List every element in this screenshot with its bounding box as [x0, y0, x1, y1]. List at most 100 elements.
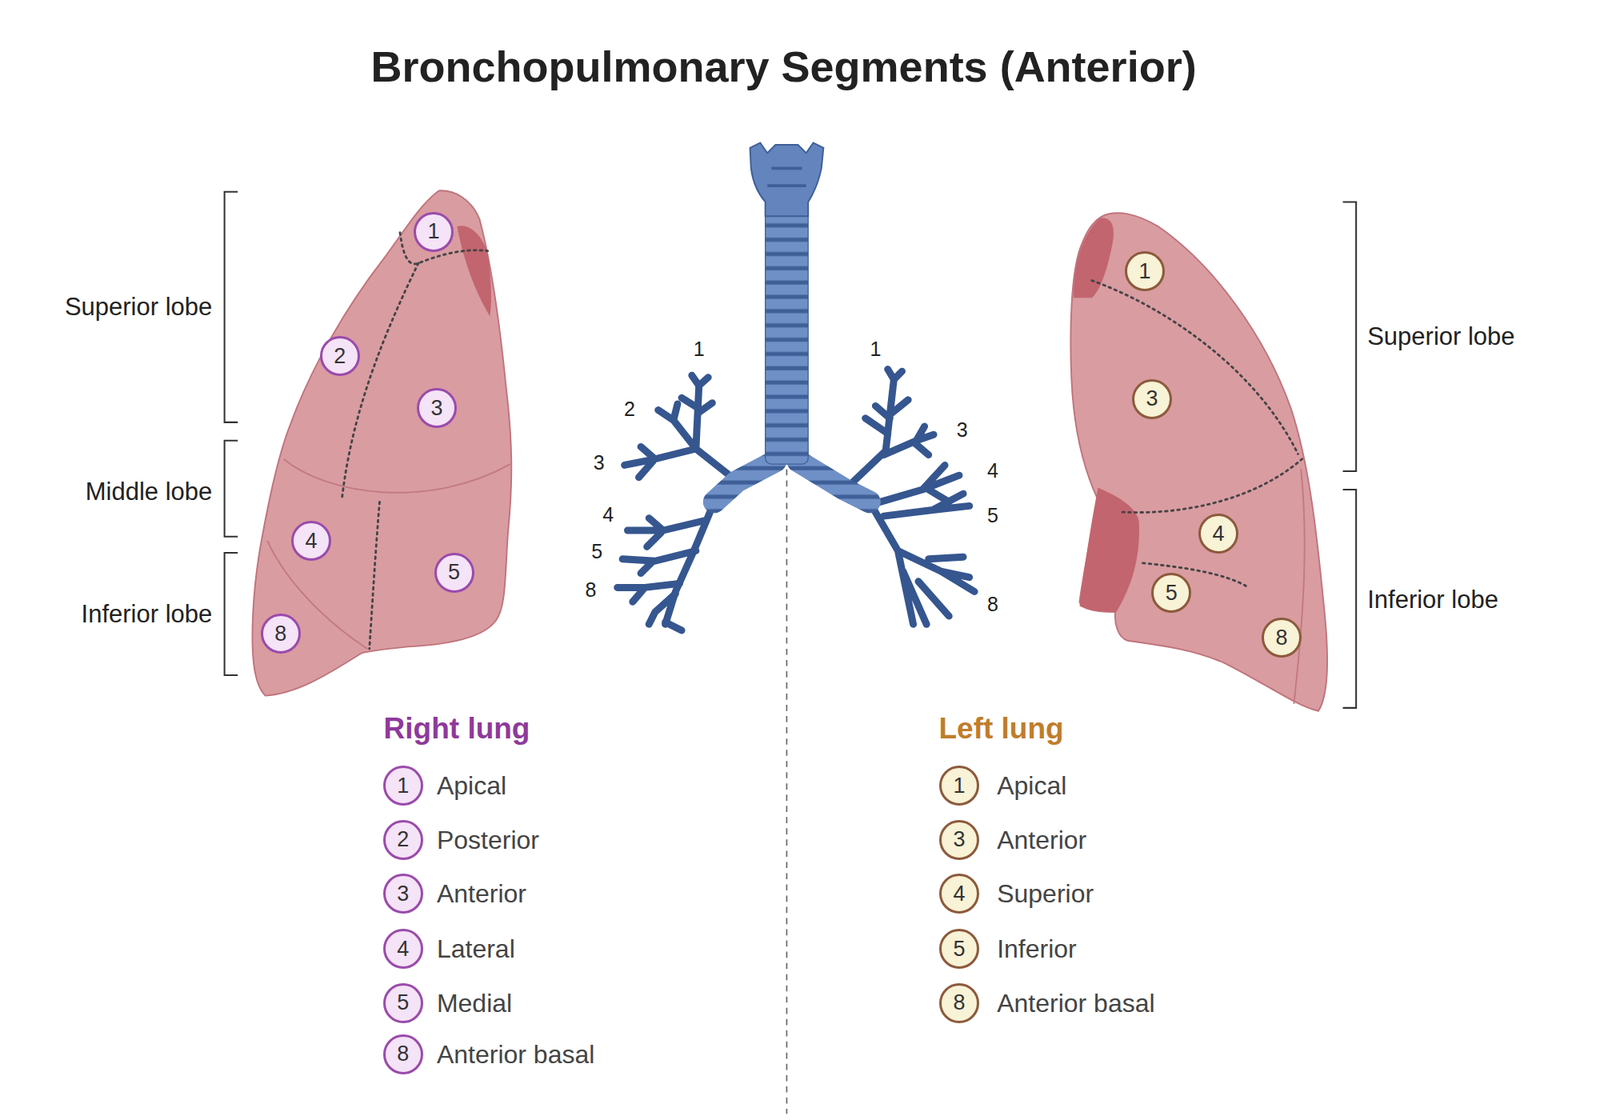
callout-number: 1 [1139, 260, 1152, 283]
lobe-bracket [224, 192, 1357, 708]
callout-number: 3 [430, 397, 443, 420]
segment-callout: 4 [1198, 513, 1239, 554]
callout-number: 3 [952, 828, 965, 851]
segment-name: Anterior basal [996, 988, 1155, 1018]
left-lung [1073, 217, 1114, 298]
trachea [750, 143, 824, 465]
segment-callout: 5 [434, 552, 475, 593]
midline [786, 469, 788, 1115]
bronchial-tree [714, 460, 776, 502]
bronchial-tree [681, 375, 712, 413]
right-lung [369, 501, 380, 649]
bronchial-tree [869, 501, 975, 624]
callout-number: 5 [396, 992, 409, 1014]
callout-number: 4 [396, 938, 409, 960]
bronchial-tree [797, 460, 869, 502]
callout-number: 8 [396, 1043, 409, 1065]
bronchial-tree [865, 369, 909, 434]
bronchus-number: 5 [987, 504, 999, 528]
segment-callout: 3 [416, 388, 457, 428]
trachea [767, 168, 806, 186]
segment-name: Medial [436, 988, 512, 1018]
lobe-label: Inferior lobe [1367, 585, 1499, 615]
legend-number-circle: 8 [939, 983, 980, 1024]
segment-callout: 2 [320, 336, 360, 376]
bronchial-tree [617, 583, 682, 631]
callout-number: 4 [1212, 523, 1224, 545]
lobe-bracket [1343, 489, 1357, 708]
lobe-label: Superior lobe [1367, 322, 1515, 352]
bronchial-tree [658, 404, 696, 449]
segment-name: Lateral [436, 934, 516, 964]
callout-number: 1 [952, 775, 965, 797]
right-lung [284, 459, 511, 493]
callout-number: 8 [274, 623, 287, 645]
bronchus-number: 3 [956, 418, 968, 442]
callout-number: 3 [396, 883, 409, 905]
left-lung [1122, 459, 1302, 513]
callout-number: 3 [1146, 388, 1159, 410]
right-lung [252, 190, 512, 696]
legend-number-circle: 5 [383, 983, 424, 1024]
segment-name: Posterior [436, 824, 540, 855]
lobe-bracket [224, 192, 239, 423]
bronchus-number: 4 [602, 502, 614, 526]
segment-callout: 5 [1151, 572, 1192, 613]
segment-callout: 8 [1261, 617, 1302, 658]
legend-number-circle: 3 [383, 873, 424, 914]
segment-name: Apical [436, 771, 507, 801]
segment-name: Anterior [996, 824, 1087, 855]
bronchus-number: 8 [585, 578, 597, 602]
bronchus-number: 5 [591, 539, 603, 563]
diagram-title: Bronchopulmonary Segments (Anterior) [371, 41, 1197, 92]
bronchus-number: 8 [987, 592, 999, 616]
segment-name: Inferior [996, 934, 1077, 964]
callout-number: 5 [952, 938, 965, 960]
bronchial-tree [873, 464, 960, 504]
segment-callout: 4 [291, 520, 332, 561]
legend-heading: Right lung [384, 711, 531, 746]
lobe-bracket [224, 440, 239, 537]
legend-number-circle: 1 [939, 765, 980, 806]
callout-number: 1 [396, 775, 409, 797]
right-lung [341, 263, 419, 500]
bronchial-tree [884, 493, 970, 516]
lobe-label: Superior lobe [64, 292, 212, 322]
left-lung [1092, 280, 1299, 455]
callout-number: 5 [1165, 582, 1178, 604]
bronchus-number: 1 [693, 337, 705, 361]
callout-number: 2 [396, 828, 409, 851]
legend-number-circle: 5 [939, 928, 980, 969]
bronchus-number: 3 [593, 450, 605, 474]
callout-number: 2 [333, 345, 346, 368]
trachea [765, 204, 809, 464]
legend-number-circle: 8 [383, 1034, 424, 1075]
segment-callout: 1 [413, 212, 454, 252]
legend-number-circle: 3 [939, 820, 980, 860]
left-lung [1079, 487, 1139, 612]
lobe-label: Inferior lobe [81, 600, 213, 629]
segment-name: Anterior [436, 879, 527, 909]
left-lung [1070, 212, 1328, 711]
legend-number-circle: 1 [383, 765, 424, 806]
callout-number: 8 [1276, 627, 1288, 649]
bronchus-number: 1 [869, 337, 881, 361]
legend-number-circle: 2 [383, 820, 424, 860]
lobe-bracket [224, 552, 239, 676]
bronchial-tree [624, 446, 696, 477]
segment-name: Anterior basal [436, 1039, 595, 1069]
lobe-label: Middle lobe [85, 477, 213, 507]
segment-name: Apical [996, 771, 1067, 801]
callout-number: 8 [952, 992, 965, 1014]
bronchial-tree [884, 426, 935, 456]
callout-number: 5 [448, 561, 460, 584]
segment-callout: 8 [260, 613, 301, 654]
left-lung [1293, 469, 1304, 704]
segment-name: Superior [996, 879, 1094, 909]
bronchial-tree [627, 518, 706, 548]
legend-number-circle: 4 [939, 873, 980, 914]
right-lung [252, 190, 512, 696]
callout-number: 4 [952, 883, 965, 905]
